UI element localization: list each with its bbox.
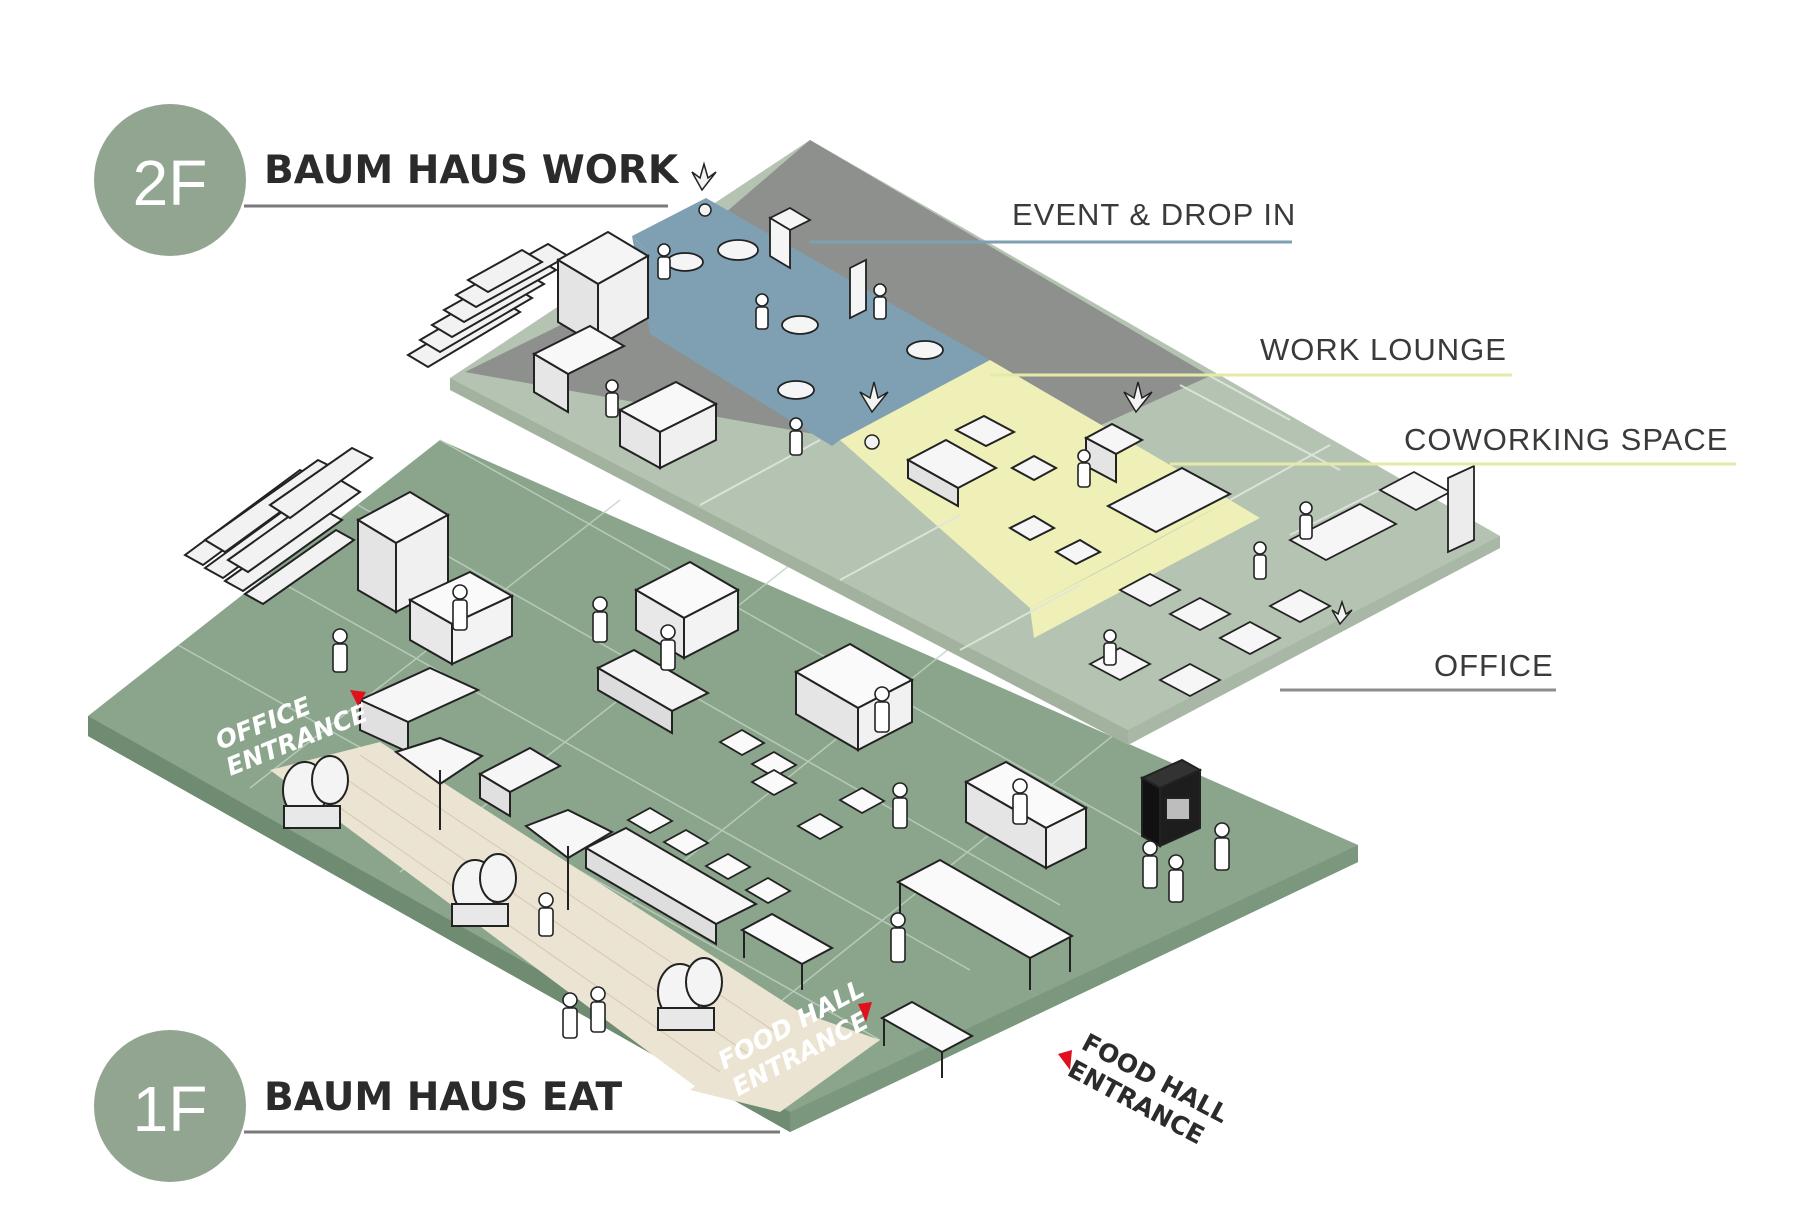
floor-badge-1f: 1F BAUM HAUS EAT — [94, 1030, 780, 1182]
zone-label-work-lounge: WORK LOUNGE — [1260, 332, 1507, 367]
long-bar — [583, 826, 759, 946]
svg-text:2F: 2F — [133, 147, 208, 219]
kitchen-2f — [531, 324, 719, 470]
leader-lines — [810, 240, 1736, 692]
bench-table-front — [739, 912, 975, 1078]
bar-booth — [595, 648, 711, 735]
entrance-arrow-food-hall-outside — [1058, 1050, 1072, 1070]
entrance-arrow-office — [350, 690, 366, 706]
floor-title-1f: BAUM HAUS EAT — [264, 1075, 623, 1120]
entrance-arrow-food-hall-deck — [858, 1002, 872, 1022]
photo-booth — [1139, 758, 1203, 848]
zone-label-coworking: COWORKING SPACE — [1404, 422, 1728, 457]
planters — [282, 755, 723, 1031]
lounge-furniture — [905, 414, 1233, 566]
food-hall-entrance-outside-label: FOOD HALL ENTRANCE — [1063, 1028, 1233, 1151]
sofa-lounge-1f — [357, 666, 563, 818]
svg-text:1F: 1F — [133, 1073, 208, 1145]
people-figures — [332, 243, 1313, 1039]
staircase-1f — [183, 446, 374, 606]
lounge-zone-2f — [840, 360, 1260, 638]
zone-label-office: OFFICE — [1434, 648, 1554, 683]
event-furniture — [666, 206, 944, 400]
floor-badge-2f: 2F BAUM HAUS WORK — [94, 104, 680, 256]
zone-label-event: EVENT & DROP IN — [1012, 197, 1296, 232]
cafe-tables — [626, 728, 886, 905]
office-furniture — [1088, 464, 1475, 698]
communal-table — [895, 858, 1075, 990]
floor-2f-grid — [699, 375, 1401, 651]
staircase-2f — [406, 242, 571, 369]
patio-umbrellas — [393, 736, 615, 910]
plant-icons — [691, 161, 1353, 626]
floor-title-2f: BAUM HAUS WORK — [264, 148, 680, 193]
